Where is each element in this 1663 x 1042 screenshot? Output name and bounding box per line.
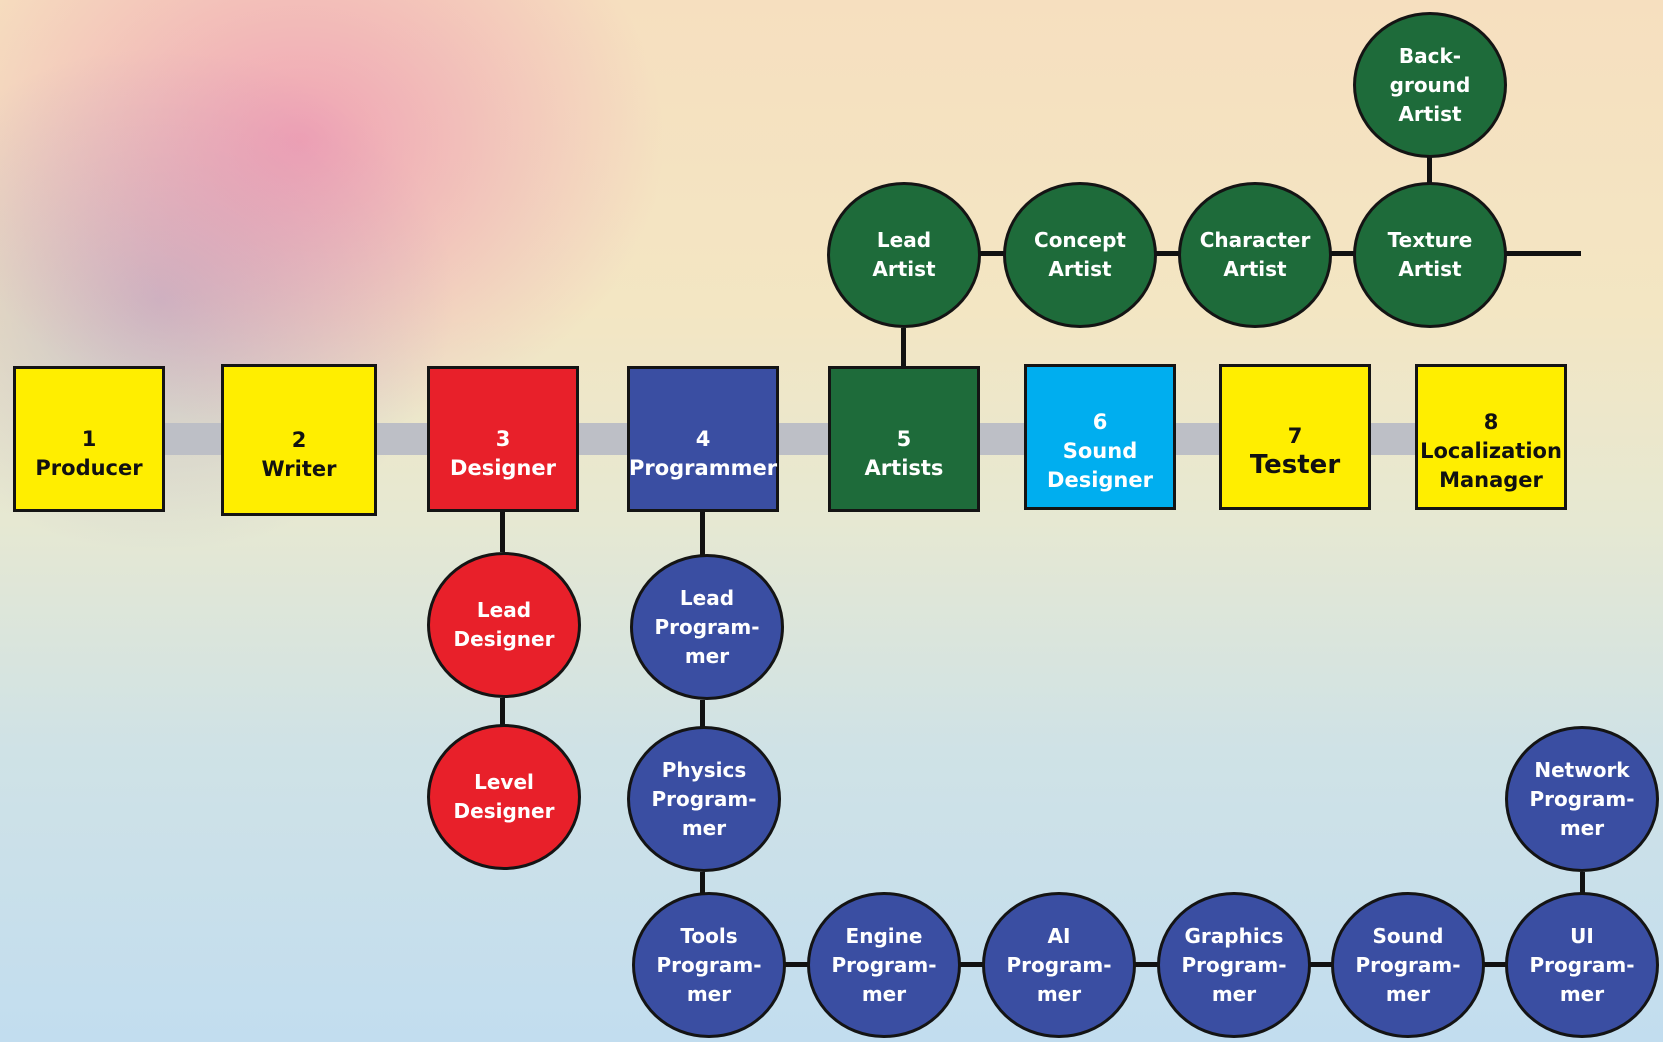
connector-ui-network <box>1580 872 1585 898</box>
connector-lead-physics <box>700 700 705 728</box>
role-tools-programmer[interactable]: Tools Program- mer <box>632 892 786 1038</box>
connector-programmer-row <box>709 962 1586 967</box>
role-network-programmer[interactable]: Network Program- mer <box>1505 726 1659 872</box>
role-physics-programmer[interactable]: Physics Program- mer <box>627 726 781 872</box>
role-sound-programmer[interactable]: Sound Program- mer <box>1331 892 1485 1038</box>
role-texture-artist[interactable]: Texture Artist <box>1353 182 1507 328</box>
role-graphics-programmer[interactable]: Graphics Program- mer <box>1157 892 1311 1038</box>
connector-texture-background <box>1427 155 1432 183</box>
role-ai-programmer[interactable]: AI Program- mer <box>982 892 1136 1038</box>
connector-artists-lead <box>901 328 906 366</box>
role-lead-programmer[interactable]: Lead Program- mer <box>630 554 784 700</box>
role-engine-programmer[interactable]: Engine Program- mer <box>807 892 961 1038</box>
connector-physics-tools <box>700 872 705 898</box>
role-background-artist[interactable]: Back- ground Artist <box>1353 12 1507 158</box>
connector-designer-lead <box>500 512 505 552</box>
role-concept-artist[interactable]: Concept Artist <box>1003 182 1157 328</box>
role-ui-programmer[interactable]: UI Program- mer <box>1505 892 1659 1038</box>
role-lead-designer[interactable]: Lead Designer <box>427 552 581 698</box>
role-lead-artist[interactable]: Lead Artist <box>827 182 981 328</box>
role-character-artist[interactable]: Character Artist <box>1178 182 1332 328</box>
connector-lead-level-designer <box>500 698 505 726</box>
connector-programmer-lead <box>700 512 705 556</box>
role-level-designer[interactable]: Level Designer <box>427 724 581 870</box>
